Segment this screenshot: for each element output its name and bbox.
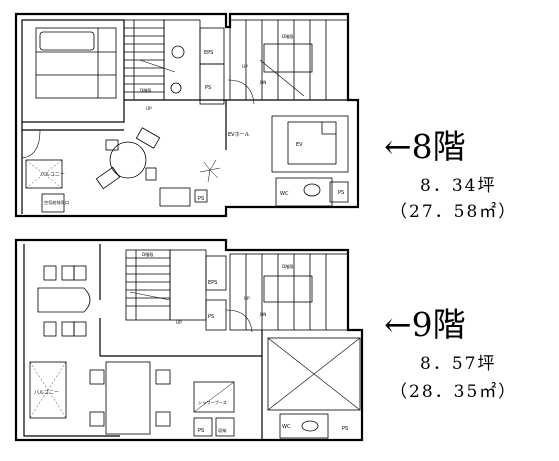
floor9-meeting-table — [37, 265, 91, 337]
floor9-label-ps-a: PS — [208, 314, 214, 320]
floor9-label-stairs-a: D階段 — [142, 251, 154, 258]
floor9-area-m2: （28．35㎡） — [390, 382, 518, 402]
floor8-label-ps-upper: PS — [205, 85, 211, 91]
floor9-plan — [14, 238, 364, 442]
floor8-plan — [14, 12, 360, 218]
floor9-label-stairs-b: D階段 — [282, 263, 294, 270]
floor9-label-wc: WC — [282, 424, 291, 430]
floor8-area-tsubo: 8．34坪 — [420, 176, 497, 196]
floor8-label-balcony: バルコニー — [40, 172, 65, 178]
floor8-label-dn: DN — [260, 80, 266, 85]
floor8-label-stairs-b: D階段 — [282, 33, 294, 40]
floor9-label-eps: EPS — [208, 280, 217, 286]
floor8-label-ps-right: PS — [338, 190, 344, 196]
floor8-bed — [35, 27, 117, 99]
floor8-label-ev-hall: EVホール — [228, 132, 250, 138]
floor8-dining-set — [95, 127, 161, 190]
floor9-area-tsubo: 8．57坪 — [420, 354, 497, 374]
floor8-label-up-b: UP — [242, 64, 248, 69]
floor8-title: ←8階 — [384, 127, 466, 166]
floor9-label-storage: 収納 — [218, 427, 226, 434]
floor8-area-m2: （27．58㎡） — [390, 202, 518, 222]
floor9-label-dn: DN — [260, 312, 266, 317]
floor9-label-ps-b: PS — [198, 428, 204, 434]
floor8-label-wc: WC — [280, 191, 289, 197]
floor9-work-table — [89, 361, 171, 435]
floor8-label-up-a: UP — [146, 106, 152, 111]
floor8-label-eps: EPS — [204, 50, 213, 56]
floor9-title: ←9階 — [384, 305, 466, 344]
floor8-label-ev: EV — [296, 142, 303, 148]
floor9-label-up-a: UP — [176, 320, 182, 325]
floor8-label-stairs-a: D階段 — [140, 87, 152, 94]
floor8-plant — [199, 159, 221, 183]
floor8-label-air-intake: 空気給排気口 — [44, 199, 69, 206]
floor9-label-ps-c: PS — [342, 426, 348, 432]
floor9-label-balcony: バルコニー — [34, 390, 59, 396]
floor8-label-ps-lower: PS — [198, 196, 204, 202]
floor9-label-shower: シャワーブース — [198, 399, 227, 405]
floor9-label-up-b: UP — [244, 296, 250, 301]
